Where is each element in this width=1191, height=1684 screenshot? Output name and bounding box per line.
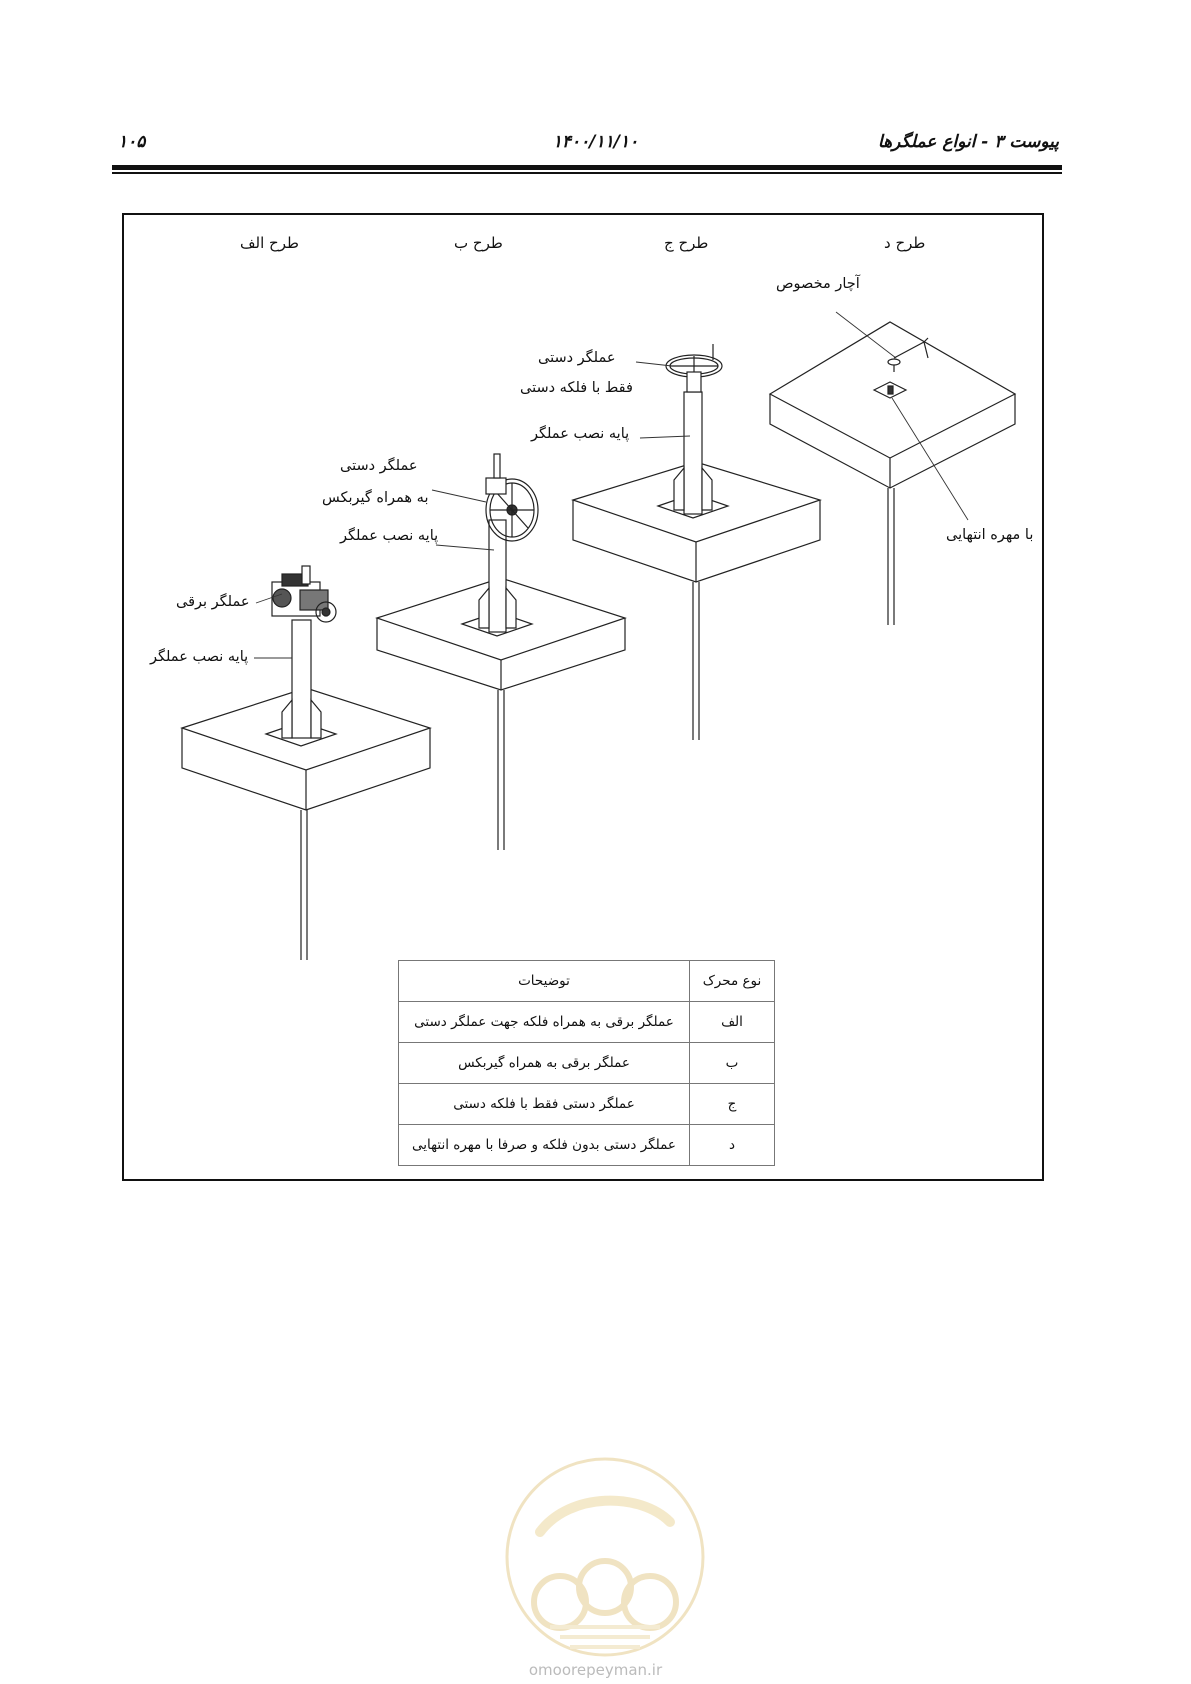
table-header-row: نوع محرک توضیحات	[398, 960, 775, 1002]
page-number: ۱۰۵	[118, 132, 146, 152]
table-row: د عملگر دستی بدون فلکه و صرفا با مهره ان…	[398, 1124, 775, 1166]
leader-lines	[254, 311, 969, 659]
design-c-drawing	[571, 344, 822, 740]
label-b-actuator-line1: عملگر دستی	[340, 458, 418, 474]
watermark-logo	[505, 1457, 705, 1657]
label-a-actuator: عملگر برقی	[176, 594, 250, 610]
table-cell-type: الف	[689, 1001, 775, 1043]
table-cell-desc: عملگر برقی به همراه گیربکس	[398, 1042, 690, 1084]
table-cell-desc: عملگر دستی فقط با فلکه دستی	[398, 1083, 690, 1125]
label-b-actuator-line2: به همراه گیربکس	[322, 490, 429, 506]
table-cell-desc: عملگر دستی بدون فلکه و صرفا با مهره انته…	[398, 1124, 690, 1166]
table-row: الف عملگر برقی به همراه فلکه جهت عملگر د…	[398, 1001, 775, 1043]
label-d-wrench: آچار مخصوص	[776, 276, 860, 292]
page-header-date: ۱۴۰۰/۱۱/۱۰	[552, 132, 639, 152]
design-a-drawing	[180, 565, 432, 960]
table-cell-type: ج	[689, 1083, 775, 1125]
design-a-title: طرح الف	[240, 234, 299, 252]
label-c-actuator-line2: فقط با فلکه دستی	[520, 380, 633, 396]
table-cell-type: د	[689, 1124, 775, 1166]
label-c-stand: پایه نصب عملگر	[531, 426, 630, 442]
table-cell-desc: عملگر برقی به همراه فلکه جهت عملگر دستی	[398, 1001, 690, 1043]
table-row: ب عملگر برقی به همراه گیربکس	[398, 1042, 775, 1084]
page-header-title: پیوست ۳ - انواع عملگرها	[877, 132, 1059, 152]
header-rule-thin	[112, 172, 1062, 174]
design-c-title: طرح ج	[664, 234, 709, 252]
header-rule-thick	[112, 165, 1062, 170]
table-header-type: نوع محرک	[689, 960, 775, 1002]
label-d-nut: با مهره انتهایی	[946, 527, 1034, 543]
design-b-drawing	[375, 453, 627, 850]
figure-frame	[122, 213, 1044, 1181]
design-d-drawing	[768, 321, 1017, 625]
design-b-title: طرح ب	[454, 234, 503, 252]
label-c-actuator-line1: عملگر دستی	[538, 350, 616, 366]
actuator-types-table: نوع محرک توضیحات الف عملگر برقی به همراه…	[398, 960, 775, 1166]
table-header-desc: توضیحات	[398, 960, 690, 1002]
label-b-stand: پایه نصب عملگر	[340, 528, 439, 544]
table-cell-type: ب	[689, 1042, 775, 1084]
table-row: ج عملگر دستی فقط با فلکه دستی	[398, 1083, 775, 1125]
watermark-url: omoorepeyman.ir	[528, 1661, 663, 1679]
label-a-stand: پایه نصب عملگر	[150, 649, 249, 665]
design-d-title: طرح د	[884, 234, 926, 252]
